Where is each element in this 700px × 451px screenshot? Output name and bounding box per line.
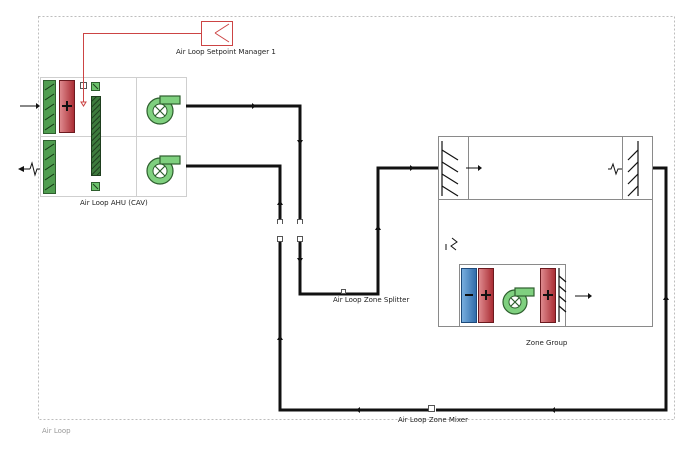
zone-heating-coil-icon[interactable] <box>478 268 494 323</box>
air-loop-boundary <box>38 16 675 420</box>
zone-splitter-label: Air Loop Zone Splitter <box>333 296 410 304</box>
zone-cooling-coil-icon[interactable] <box>461 268 477 323</box>
flow-arrow-icons <box>252 103 669 413</box>
zone-reheat-coil-icon[interactable] <box>540 268 556 323</box>
zone-mixer-label: Air Loop Zone Mixer <box>398 416 468 424</box>
outdoor-air-damper-icon[interactable] <box>43 80 56 134</box>
relief-air-damper-icon[interactable] <box>43 140 56 194</box>
supply-fan-icon[interactable] <box>146 95 181 125</box>
zone-group-label: Zone Group <box>526 339 568 347</box>
ahu-label: Air Loop AHU (CAV) <box>80 199 148 207</box>
zone-fan-icon[interactable] <box>502 287 535 315</box>
outdoor-air-arrow-icon <box>20 103 40 109</box>
zone-supply-arrow-icon <box>466 165 482 171</box>
setpoint-manager-label: Air Loop Setpoint Manager 1 <box>176 48 276 56</box>
setpoint-manager-box[interactable] <box>201 21 233 46</box>
zone-outlet-diffuser-icon <box>558 268 567 322</box>
ahu-heating-coil-icon[interactable] <box>59 80 75 133</box>
duct-node-icons <box>276 219 435 412</box>
zone-exhaust-icon <box>445 237 458 251</box>
zone-return-wave-icon <box>608 162 622 176</box>
zone-equipment-arrow-icon <box>575 293 592 299</box>
relief-air-arrow-icon <box>18 161 40 177</box>
air-loop-label: Air Loop <box>42 427 71 435</box>
supply-duct <box>186 104 438 296</box>
return-grille-icon <box>627 141 639 197</box>
return-fan-icon[interactable] <box>146 155 181 185</box>
setpoint-manager-link <box>83 33 202 102</box>
outdoor-air-mixer-icon[interactable] <box>91 82 101 191</box>
supply-diffuser-icon <box>441 141 459 197</box>
